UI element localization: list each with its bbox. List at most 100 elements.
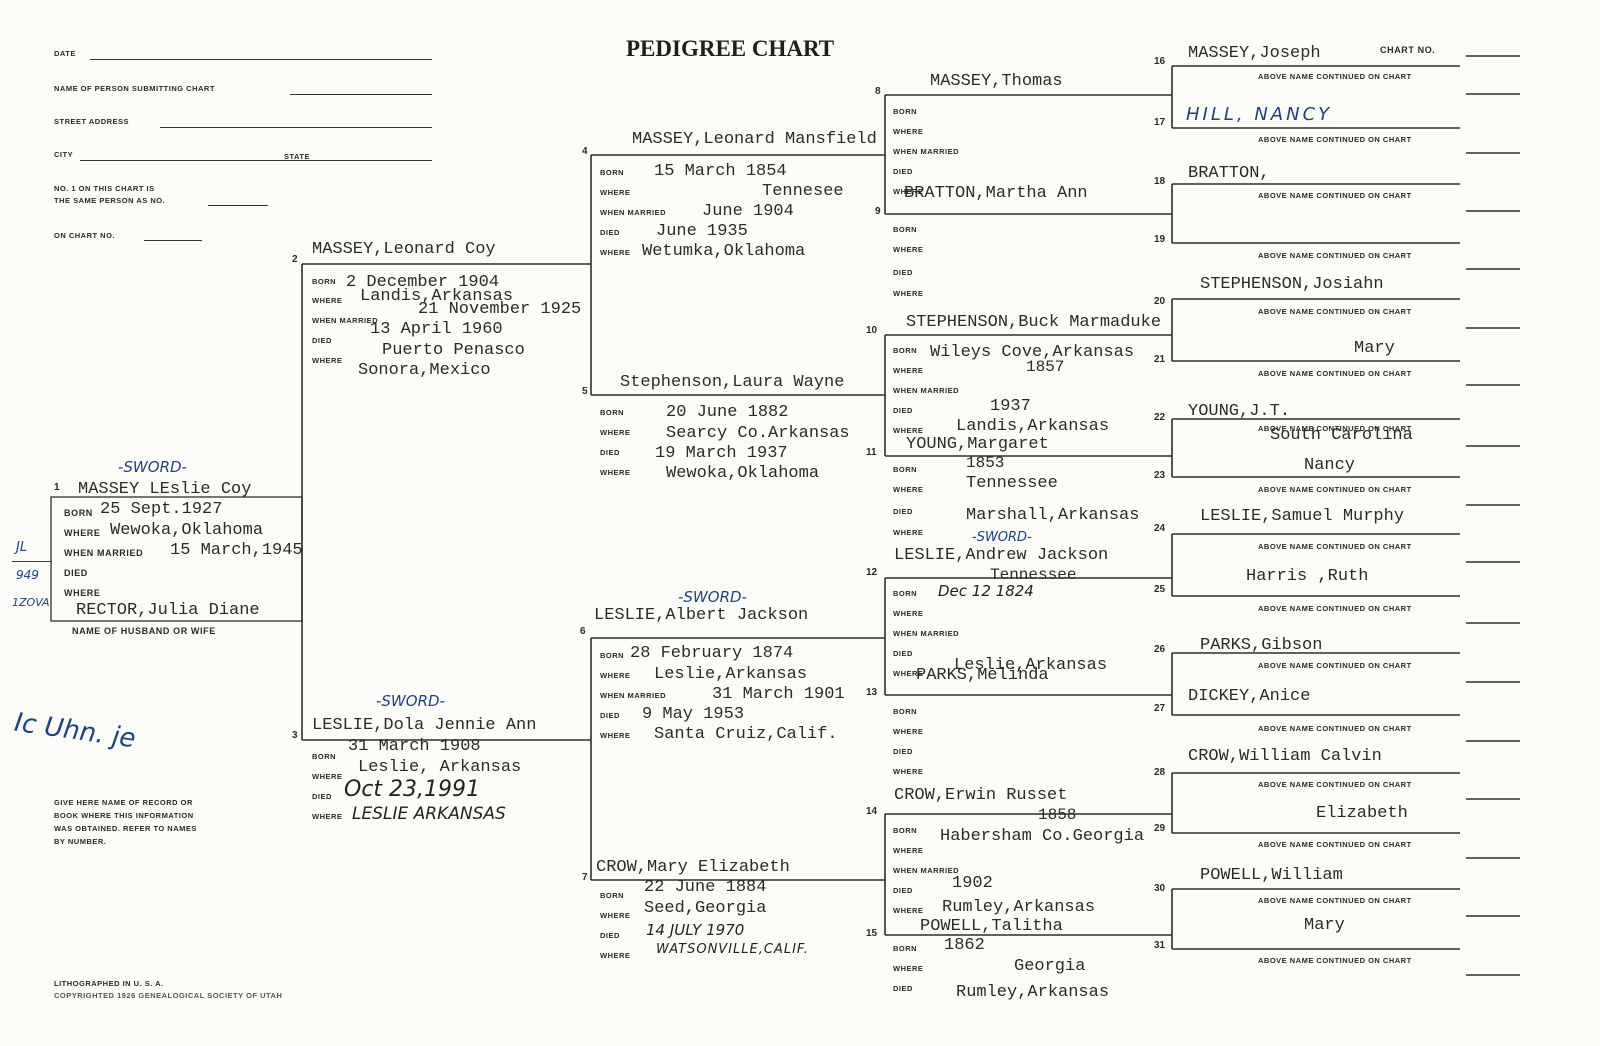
page-title: PEDIGREE CHART	[626, 36, 835, 61]
person-4-number: 4	[582, 146, 588, 157]
person-29-name: Elizabeth	[1316, 804, 1408, 823]
person-12-born: Dec 12 1824	[938, 582, 1034, 600]
person-7-where: Seed,Georgia	[644, 899, 767, 918]
copyright-note: COPYRIGHTED 1926 GENEALOGICAL SOCIETY OF…	[54, 991, 283, 1000]
person-5-number: 5	[582, 386, 588, 397]
chart-no-label: CHART NO.	[1380, 45, 1436, 55]
person-6-died: 9 May 1953	[642, 705, 745, 724]
submitter-label: NAME OF PERSON SUBMITTING CHART	[54, 84, 215, 93]
person-6-born-label: BORN	[600, 651, 625, 660]
person-21-name: Mary	[1354, 339, 1395, 358]
person-2-number: 2	[292, 254, 298, 265]
person-6-where-label: WHERE	[600, 671, 631, 680]
person-5-where-label: WHERE	[600, 428, 631, 437]
person-25-name: Harris ,Ruth	[1246, 567, 1369, 586]
person-1-died-where-label: WHERE	[64, 588, 101, 598]
person-2-died: 13 April 1960	[370, 320, 503, 339]
person-23-number: 23	[1154, 470, 1166, 481]
person-27-name: DICKEY,Anice	[1188, 687, 1311, 706]
person-12-born-label: BORN	[893, 589, 918, 598]
person-7-born: 22 June 1884	[644, 878, 767, 897]
person-14-died-where: Rumley,Arkansas	[942, 898, 1096, 917]
person-12-number: 12	[866, 567, 878, 578]
person-20-number: 20	[1154, 296, 1166, 307]
person-9-died-where-label: WHERE	[893, 289, 924, 298]
same-person-label-2: THE SAME PERSON AS NO.	[54, 196, 166, 205]
person-30-name: POWELL,William	[1200, 866, 1343, 885]
person-10-born-label: BORN	[893, 346, 918, 355]
sword-annotation-3: -SWORD-	[376, 692, 445, 710]
person-5-died-where: Wewoka,Oklahoma	[666, 464, 820, 483]
date-label: DATE	[54, 49, 76, 58]
person-5-died-where-label: WHERE	[600, 468, 631, 477]
person-6-born: 28 February 1874	[630, 644, 794, 663]
person-11-died-where-label: WHERE	[893, 528, 924, 537]
person-7-died-label: DIED	[600, 931, 620, 940]
person-6-died-where: Santa Cruiz,Calif.	[654, 725, 838, 744]
person-1-married-label: WHEN MARRIED	[64, 548, 144, 558]
sword-annotation-12: -SWORD-	[972, 530, 1032, 545]
person-8-where-label: WHERE	[893, 127, 924, 136]
person-12-where-label: WHERE	[893, 609, 924, 618]
person-10-where-label: WHERE	[893, 366, 924, 375]
person-9-number: 9	[875, 206, 881, 217]
person-21-continued: ABOVE NAME CONTINUED ON CHART	[1258, 369, 1412, 378]
person-11-where-label: WHERE	[893, 485, 924, 494]
source-note-line-4: BY NUMBER.	[54, 837, 107, 846]
source-note-line-3: WAS OBTAINED. REFER TO NAMES	[54, 824, 197, 833]
person-14-name: CROW,Erwin Russet	[894, 786, 1068, 805]
margin-note-3: 1ZOVA	[12, 596, 50, 609]
person-28-name: CROW,William Calvin	[1188, 747, 1382, 766]
person-11-number: 11	[866, 447, 877, 458]
person-6-married: 31 March 1901	[712, 685, 845, 704]
person-4-where: Tennesee	[762, 182, 844, 201]
person-21-number: 21	[1154, 354, 1166, 365]
person-13-died-label: DIED	[893, 747, 913, 756]
person-1-died-label: DIED	[64, 568, 88, 578]
person-17-name: HILL, NANCY	[1186, 104, 1333, 125]
person-14-where: Habersham Co.Georgia	[940, 827, 1145, 846]
person-10-born: Wileys Cove,Arkansas	[930, 343, 1135, 362]
person-10-died-where: Landis,Arkansas	[956, 417, 1110, 436]
person-10-name: STEPHENSON,Buck Marmaduke	[906, 313, 1162, 332]
person-26-continued: ABOVE NAME CONTINUED ON CHART	[1258, 661, 1412, 670]
person-15-where: Georgia	[1014, 957, 1086, 976]
person-12-married-label: WHEN MARRIED	[893, 629, 959, 638]
person-8-name: MASSEY,Thomas	[930, 72, 1063, 91]
person-25-continued: ABOVE NAME CONTINUED ON CHART	[1258, 604, 1412, 613]
person-12-name: LESLIE,Andrew Jackson	[894, 546, 1109, 565]
person-4-born-label: BORN	[600, 168, 625, 177]
person-3-died-label: DIED	[312, 792, 332, 801]
person-2-name: MASSEY,Leonard Coy	[312, 240, 496, 259]
person-4-died-where-label: WHERE	[600, 248, 631, 257]
person-8-died-label: DIED	[893, 167, 913, 176]
person-20-name: STEPHENSON,Josiahn	[1200, 275, 1384, 294]
person-16-continued: ABOVE NAME CONTINUED ON CHART	[1258, 72, 1412, 81]
person-11-born: 1853	[966, 454, 1005, 472]
person-15-died: Rumley,Arkansas	[956, 983, 1110, 1002]
person-31-continued: ABOVE NAME CONTINUED ON CHART	[1258, 956, 1412, 965]
person-2-born-label: BORN	[312, 277, 337, 286]
person-14-married: 1902	[952, 874, 993, 893]
person-28-continued: ABOVE NAME CONTINUED ON CHART	[1258, 780, 1412, 789]
same-person-label-1: NO. 1 ON THIS CHART IS	[54, 184, 155, 193]
person-10-born-year: 1857	[1026, 358, 1065, 376]
person-3-born: 31 March 1908	[348, 737, 481, 756]
street-label: STREET ADDRESS	[54, 117, 130, 126]
margin-note-2: 949	[16, 568, 39, 582]
street-line	[160, 127, 432, 128]
person-4-where-label: WHERE	[600, 188, 631, 197]
person-20-continued: ABOVE NAME CONTINUED ON CHART	[1258, 307, 1412, 316]
person-3-name: LESLIE,Dola Jennie Ann	[312, 716, 537, 735]
person-12-born-place: Tennessee	[990, 566, 1077, 584]
person-1-born-label: BORN	[64, 508, 93, 518]
person-2-married: 21 November 1925	[418, 300, 582, 319]
person-7-died: 14 JULY 1970	[646, 921, 745, 939]
person-18-continued: ABOVE NAME CONTINUED ON CHART	[1258, 191, 1412, 200]
person-4-born: 15 March 1854	[654, 162, 787, 181]
person-30-number: 30	[1154, 883, 1166, 894]
person-7-name: CROW,Mary Elizabeth	[596, 858, 790, 877]
sword-annotation-6: -SWORD-	[678, 588, 747, 606]
person-5-where: Searcy Co.Arkansas	[666, 424, 850, 443]
person-14-where-label: WHERE	[893, 846, 924, 855]
